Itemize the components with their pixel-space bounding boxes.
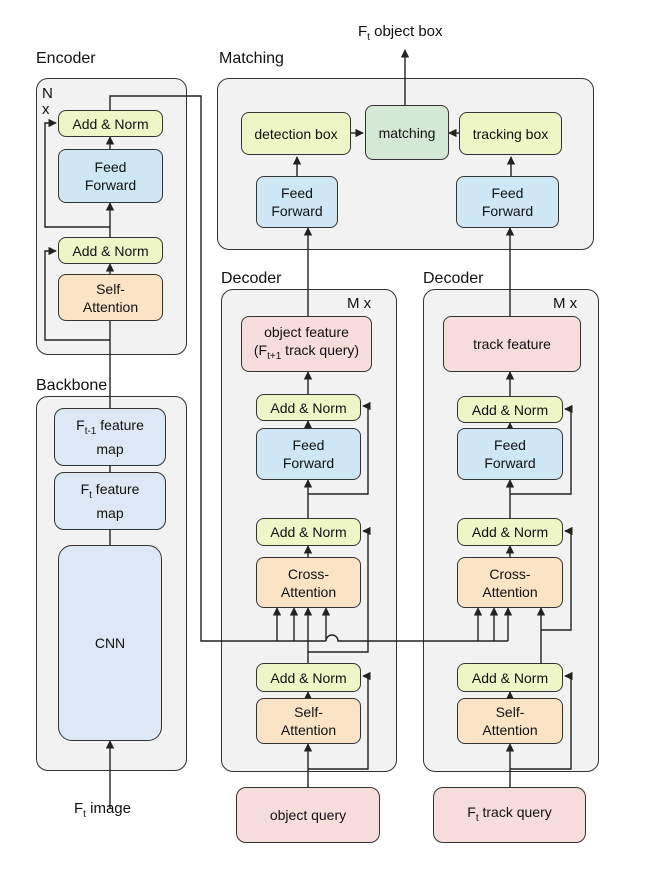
decoder-left-cross-attention: Cross- Attention xyxy=(256,557,361,608)
decoder-left-object-feature: object feature(Ft+1 track query) xyxy=(241,316,372,372)
input-image-label: Ft image xyxy=(74,800,131,820)
decoder-right-cross-attention: Cross- Attention xyxy=(457,557,563,608)
track-query-box: Ft track query xyxy=(433,787,586,843)
decoder-right-add-norm-1: Add & Norm xyxy=(457,396,563,423)
matching-matching-box: matching xyxy=(365,105,449,160)
decoder-left-feed-forward: Feed Forward xyxy=(256,428,361,480)
decoder-left-self-attention: Self- Attention xyxy=(256,698,361,744)
decoder-left-repeat-label: M x xyxy=(347,295,372,312)
matching-tracking-box: tracking box xyxy=(459,112,562,155)
backbone-cnn: CNN xyxy=(58,545,162,741)
matching-feed-forward-right: Feed Forward xyxy=(456,176,559,228)
matching-detection-box: detection box xyxy=(241,112,351,155)
encoder-add-norm-top: Add & Norm xyxy=(58,110,163,137)
encoder-self-attention: Self- Attention xyxy=(58,274,163,321)
encoder-title: Encoder xyxy=(36,50,96,67)
decoder-right-add-norm-3: Add & Norm xyxy=(457,663,563,692)
decoder-left-add-norm-2: Add & Norm xyxy=(256,518,361,546)
encoder-feed-forward: Feed Forward xyxy=(58,149,163,203)
decoder-right-add-norm-2: Add & Norm xyxy=(457,518,563,546)
output-object-box-label: Ft object box xyxy=(358,23,443,43)
encoder-repeat-label: N x xyxy=(42,85,53,118)
decoder-right-repeat-label: M x xyxy=(553,295,578,312)
encoder-add-norm-bottom: Add & Norm xyxy=(58,237,163,264)
backbone-prev-feature-map: Ft-1 feature map xyxy=(54,408,166,466)
decoder-left-add-norm-1: Add & Norm xyxy=(256,394,361,421)
backbone-title: Backbone xyxy=(36,377,108,394)
object-query-box: object query xyxy=(236,787,380,843)
decoder-right-track-feature: track feature xyxy=(443,316,581,372)
decoder-right-feed-forward: Feed Forward xyxy=(457,428,563,480)
decoder-left-title: Decoder xyxy=(221,270,282,287)
matching-title: Matching xyxy=(219,50,284,67)
matching-feed-forward-left: Feed Forward xyxy=(256,176,338,228)
backbone-current-feature-map: Ft feature map xyxy=(54,472,166,530)
decoder-right-self-attention: Self- Attention xyxy=(457,698,563,744)
decoder-left-add-norm-3: Add & Norm xyxy=(256,663,361,692)
decoder-right-title: Decoder xyxy=(423,270,484,287)
